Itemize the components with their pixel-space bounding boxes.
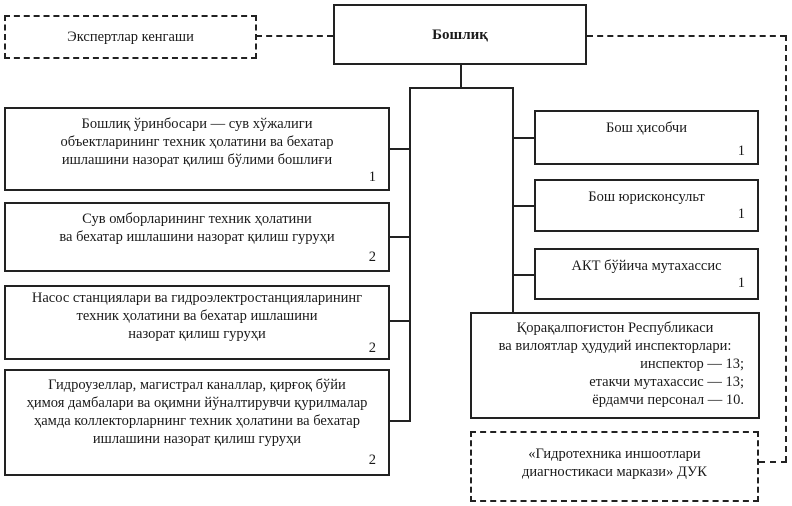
left-branch-1 <box>389 148 410 150</box>
unit-count: 1 <box>737 275 745 291</box>
left-branch-2 <box>389 236 410 238</box>
right-unit-1: Бош ҳисобчи 1 <box>534 110 759 165</box>
unit-line: Бош юрисконсульт <box>588 189 705 205</box>
head-box: Бошлиқ <box>333 4 587 65</box>
regional-staff-support: ёрдамчи персонал — 10. <box>592 392 744 408</box>
advisory-dashed-connector <box>256 35 333 37</box>
head-down-connector <box>460 64 462 89</box>
subordinate-dashed-top <box>587 35 786 37</box>
advisory-label: Экспертлар кенгаши <box>67 29 194 45</box>
right-branch-2 <box>512 205 534 207</box>
subordinate-line: «Гидротехника иншоотлари <box>528 446 701 462</box>
unit-line: Бошлиқ ўринбосари — сув хўжалиги <box>81 116 313 132</box>
unit-count: 2 <box>368 249 376 265</box>
unit-count: 1 <box>737 206 745 222</box>
regional-staff-inspector: инспектор — 13; <box>640 356 744 372</box>
unit-line: Бош ҳисобчи <box>606 120 687 136</box>
regional-title-line: ва вилоятлар ҳудудий инспекторлари: <box>498 338 732 354</box>
unit-line: объектларининг техник ҳолатини ва бехата… <box>60 134 334 150</box>
subordinate-dashed-vertical <box>785 35 787 462</box>
regional-title-line: Қорақалпоғистон Республикаси <box>516 320 714 336</box>
right-branch-3 <box>512 274 534 276</box>
unit-count: 2 <box>368 452 376 468</box>
unit-count: 1 <box>368 169 376 185</box>
right-unit-2: Бош юрисконсульт 1 <box>534 179 759 232</box>
regional-staff-lead-specialist: етакчи мутахассис — 13; <box>589 374 744 390</box>
left-branch-3 <box>389 320 410 322</box>
unit-line: АКТ бўйича мутахассис <box>571 258 722 274</box>
left-spine-connector <box>409 87 411 422</box>
subordinate-dashed-bottom <box>759 461 787 463</box>
unit-line: Сув омборларининг техник ҳолатини <box>82 211 312 227</box>
head-title: Бошлиқ <box>432 27 488 43</box>
unit-line: Насос станциялари ва гидроэлектростанция… <box>31 290 363 306</box>
left-unit-4: Гидроузеллар, магистрал каналлар, қирғоқ… <box>4 369 390 476</box>
right-branch-1 <box>512 137 534 139</box>
left-unit-1: Бошлиқ ўринбосари — сув хўжалиги объектл… <box>4 107 390 191</box>
unit-line: ҳимоя дамбалари ва оқимни йўналтирувчи қ… <box>26 395 368 411</box>
subordinate-enterprise-box: «Гидротехника иншоотлари диагностикаси м… <box>470 431 759 502</box>
left-unit-2: Сув омборларининг техник ҳолатини ва бех… <box>4 202 390 272</box>
left-unit-3: Насос станциялари ва гидроэлектростанция… <box>4 285 390 360</box>
subordinate-line: диагностикаси маркази» ДУК <box>522 464 707 480</box>
unit-line: назорат қилиш гуруҳи <box>128 326 266 342</box>
unit-line: техник ҳолатини ва бехатар ишлашини <box>76 308 318 324</box>
regional-inspectors-box: Қорақалпоғистон Республикаси ва вилоятла… <box>470 312 760 419</box>
unit-line: Гидроузеллар, магистрал каналлар, қирғоқ… <box>48 377 346 393</box>
unit-line: ва бехатар ишлашини назорат қилиш гуруҳи <box>59 229 335 245</box>
right-spine-connector <box>512 87 514 313</box>
unit-line: ишлашини назорат қилиш гуруҳи <box>92 431 302 447</box>
left-branch-4 <box>389 420 411 422</box>
unit-line: ҳамда коллекторларнинг техник ҳолатини в… <box>34 413 360 429</box>
unit-count: 1 <box>737 143 745 159</box>
right-unit-3: АКТ бўйича мутахассис 1 <box>534 248 759 300</box>
advisory-box: Экспертлар кенгаши <box>4 15 257 59</box>
unit-count: 2 <box>368 340 376 356</box>
unit-line: ишлашини назорат қилиш бўлими бошлиғи <box>61 152 333 168</box>
branch-horizontal-connector <box>409 87 514 89</box>
